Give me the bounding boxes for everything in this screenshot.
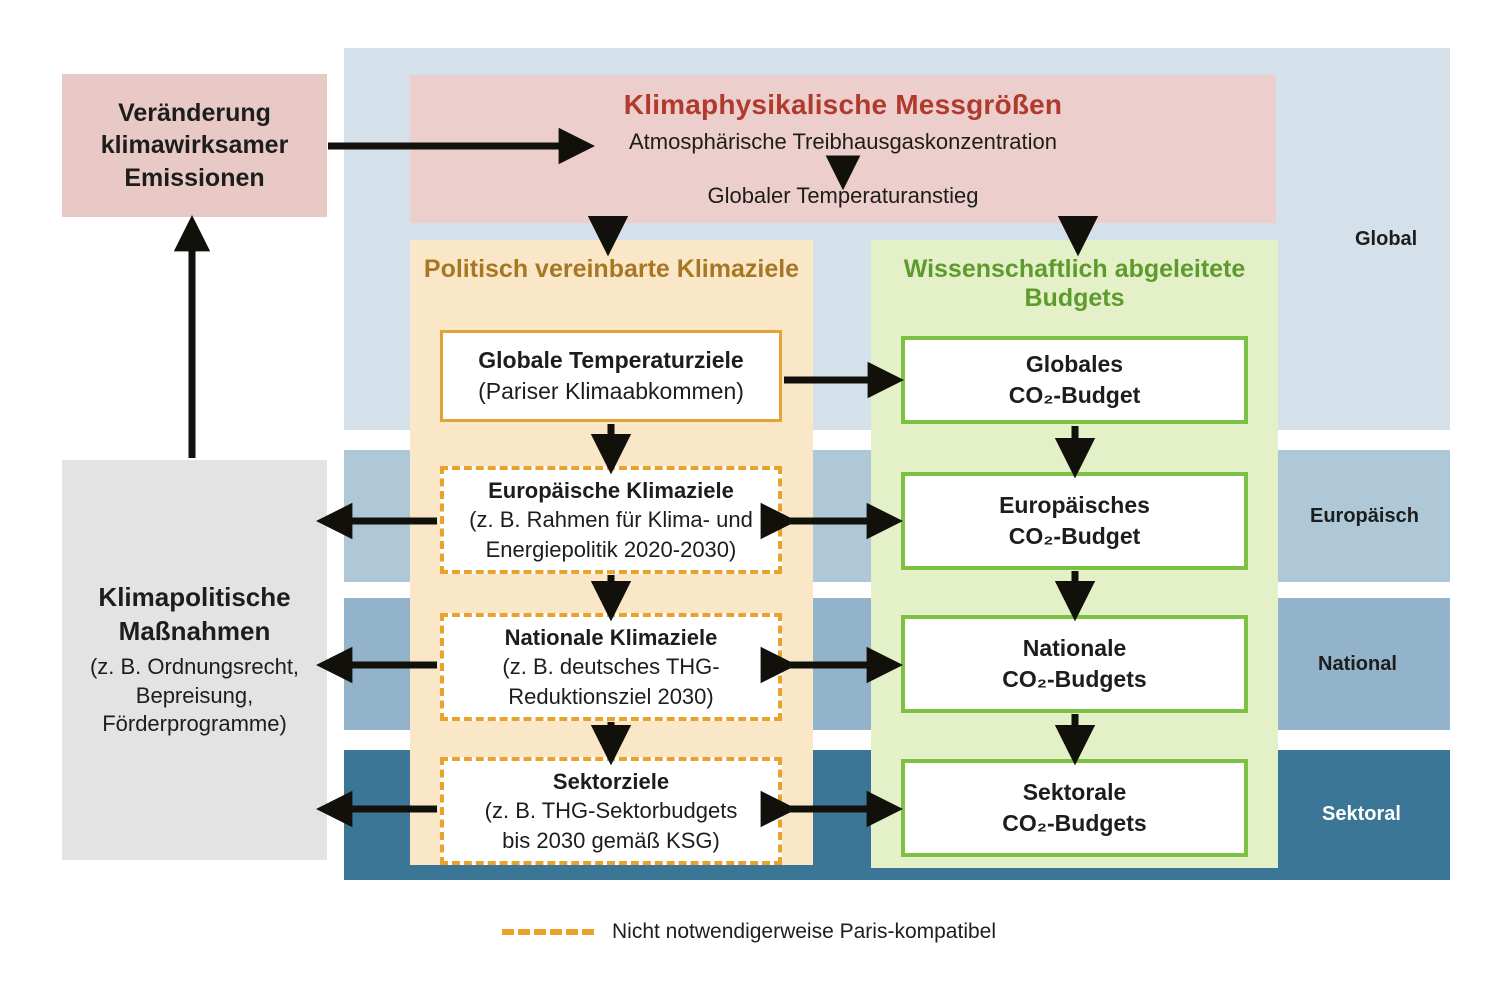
box-globales-co2-budget[interactable]: Globales CO₂-Budget bbox=[901, 336, 1248, 424]
box-globale-temperaturziele[interactable]: Globale Temperaturziele (Pariser Klimaab… bbox=[440, 330, 782, 422]
measures-line-2: Maßnahmen bbox=[118, 616, 271, 647]
column-title-wissenschaftlich: Wissenschaftlich abgeleitete Budgets bbox=[871, 255, 1278, 313]
measures-line-4: Bepreisung, bbox=[135, 682, 254, 708]
box-europaeische-klimaziele-line-3: Energiepolitik 2020-2030) bbox=[485, 536, 737, 562]
box-nationale-co2-budgets-line-1: Nationale bbox=[1022, 634, 1127, 661]
column-title-politisch-line-1: Politisch vereinbarte bbox=[423, 255, 670, 283]
band-label-national: National bbox=[1318, 653, 1397, 675]
box-europaeisches-co2-budget[interactable]: Europäisches CO₂-Budget bbox=[901, 472, 1248, 570]
box-nationale-co2-budgets-line-2: CO₂-Budgets bbox=[1002, 666, 1147, 692]
top-box-title: Klimaphysikalische Messgrößen bbox=[623, 89, 1063, 120]
emissions-line-3: Emissionen bbox=[124, 163, 265, 192]
column-title-politisch-line-2: Klimaziele bbox=[676, 255, 800, 283]
column-title-politisch: Politisch vereinbarte Klimaziele bbox=[410, 255, 813, 284]
box-europaeische-klimaziele-line-2: (z. B. Rahmen für Klima- und bbox=[469, 507, 753, 533]
band-label-sektoral: Sektoral bbox=[1322, 803, 1401, 825]
box-globales-co2-budget-line-1: Globales bbox=[1025, 350, 1124, 377]
box-sektorziele-line-1: Sektorziele bbox=[552, 769, 670, 795]
emissions-box: Veränderung klimawirksamer Emissionen bbox=[62, 74, 327, 217]
box-globale-temperaturziele-line-2: (Pariser Klimaabkommen) bbox=[478, 378, 744, 404]
column-title-wissenschaftlich-line-1: Wissenschaftlich bbox=[903, 255, 1108, 283]
box-nationale-klimaziele-line-1: Nationale Klimaziele bbox=[504, 625, 718, 651]
measures-line-1: Klimapolitische bbox=[98, 582, 291, 613]
box-europaeische-klimaziele-line-1: Europäische Klimaziele bbox=[488, 478, 734, 504]
box-globale-temperaturziele-line-1: Globale Temperaturziele bbox=[478, 346, 744, 373]
emissions-line-1: Veränderung bbox=[118, 98, 271, 127]
box-nationale-klimaziele-line-2: (z. B. deutsches THG- bbox=[502, 654, 720, 680]
box-sektorziele-line-2: (z. B. THG-Sektorbudgets bbox=[484, 798, 738, 824]
box-sektorziele[interactable]: Sektorziele (z. B. THG-Sektorbudgets bis… bbox=[440, 757, 782, 865]
box-sektorale-co2-budgets[interactable]: Sektorale CO₂-Budgets bbox=[901, 759, 1248, 857]
box-europaeisches-co2-budget-line-1: Europäisches bbox=[999, 491, 1150, 518]
box-nationale-co2-budgets[interactable]: Nationale CO₂-Budgets bbox=[901, 615, 1248, 713]
box-europaeische-klimaziele[interactable]: Europäische Klimaziele (z. B. Rahmen für… bbox=[440, 466, 782, 574]
legend-dashed-line-swatch bbox=[502, 929, 594, 935]
column-title-wissenschaftlich-line-2: abgeleitete Budgets bbox=[1024, 255, 1246, 312]
measures-line-3: (z. B. Ordnungsrecht, bbox=[89, 653, 300, 679]
band-label-europaeisch: Europäisch bbox=[1310, 505, 1419, 527]
emissions-line-2: klimawirksamer bbox=[100, 131, 289, 160]
box-globales-co2-budget-line-2: CO₂-Budget bbox=[1008, 382, 1141, 408]
measures-box: Klimapolitische Maßnahmen (z. B. Ordnung… bbox=[62, 460, 327, 860]
top-box-line1: Atmosphärische Treibhausgaskonzentration bbox=[628, 129, 1058, 154]
box-sektorale-co2-budgets-line-2: CO₂-Budgets bbox=[1002, 810, 1147, 836]
box-sektorziele-line-3: bis 2030 gemäß KSG) bbox=[502, 827, 720, 853]
legend: Nicht notwendigerweise Paris-kompatibel bbox=[502, 920, 996, 944]
box-nationale-klimaziele-line-3: Reduktionsziel 2030) bbox=[508, 683, 714, 709]
box-sektorale-co2-budgets-line-1: Sektorale bbox=[1022, 778, 1127, 805]
legend-label: Nicht notwendigerweise Paris-kompatibel bbox=[612, 920, 997, 943]
box-europaeisches-co2-budget-line-2: CO₂-Budget bbox=[1008, 523, 1141, 549]
measures-line-5: Förderprogramme) bbox=[102, 711, 287, 737]
band-label-global: Global bbox=[1355, 228, 1418, 250]
